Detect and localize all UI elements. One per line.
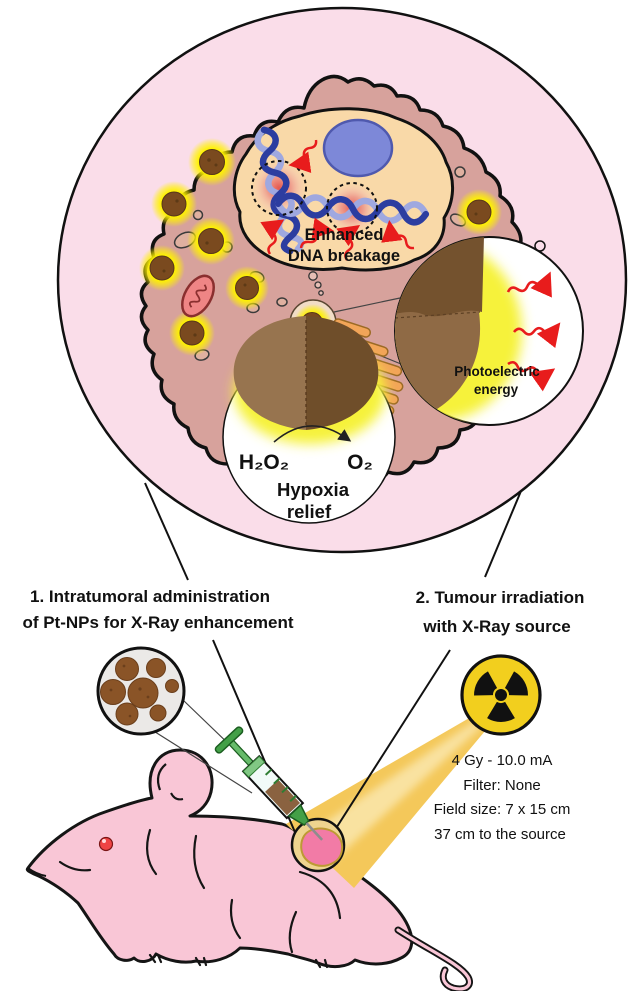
platinum-nanoparticles (100, 657, 179, 726)
irradiation-parameters: 4 Gy - 10.0 mA Filter: None Field size: … (434, 752, 571, 843)
nanoparticle-half-light (233, 316, 306, 430)
mitochondrion (181, 274, 215, 318)
param-distance: 37 cm to the source (434, 826, 566, 843)
param-filter: Filter: None (463, 777, 541, 794)
syringe-np-solution (265, 779, 301, 816)
dna-breakage-label-line2: DNA breakage (288, 247, 400, 265)
dna-helix (254, 126, 305, 255)
syringe-needle (305, 822, 324, 841)
syringe (214, 726, 324, 841)
step1-label-line1: 1. Intratumoral administration (30, 587, 270, 606)
syringe-hub (287, 803, 310, 826)
mouse-body (25, 748, 414, 969)
mouse (25, 748, 473, 991)
callout-line-right-lower (332, 649, 451, 834)
glowing-nanoparticles (139, 138, 502, 356)
radiation-trefoil-icon (460, 654, 542, 736)
nanoparticle-half-dark (306, 316, 379, 430)
nucleus-bubbles (308, 271, 324, 296)
experiment-view: 1. Intratumoral administration of Pt-NPs… (22, 587, 585, 991)
h2o2-to-o2-arrow (273, 425, 352, 443)
nucleolus (322, 118, 394, 178)
magnified-cell-view: Enhanced DNA breakage (56, 6, 628, 581)
hypoxia-label-line1: Hypoxia (277, 479, 350, 500)
tumour (290, 817, 346, 873)
dna-break-arrows (260, 139, 415, 261)
mouse-tail-inner (396, 928, 472, 991)
mouse-tail (394, 926, 473, 991)
xray-beam-core (305, 721, 481, 862)
syringe-plunger-rod (228, 739, 255, 767)
dna-damage-site (326, 182, 378, 234)
param-field-size: Field size: 7 x 15 cm (434, 801, 571, 818)
xray-emission-arrows (506, 271, 561, 392)
h2o2-label: H₂O₂ (239, 451, 289, 474)
callout-line-right-upper (484, 490, 522, 578)
dna-damage-site (251, 160, 307, 216)
step2-label-line2: with X-Ray source (422, 617, 570, 636)
dna-helix (274, 192, 430, 226)
dna-breakage-label-line1: Enhanced (305, 226, 384, 244)
hypoxia-zoom-circle: H₂O₂ O₂ Hypoxia relief (222, 316, 396, 524)
o2-label: O₂ (347, 451, 373, 474)
step2-label-line1: 2. Tumour irradiation (416, 588, 585, 607)
photoelectric-label-line2: energy (474, 382, 519, 397)
photoelectric-label-line1: Photoelectric (454, 364, 540, 379)
step1-label-line2: of Pt-NPs for X-Ray enhancement (22, 613, 293, 632)
mouse-eye (98, 836, 114, 852)
param-dose: 4 Gy - 10.0 mA (452, 752, 553, 769)
callout-line-left-upper (144, 482, 189, 581)
nanoparticle-zoom-circle (96, 646, 263, 794)
hypoxia-label-line2: relief (287, 501, 332, 522)
